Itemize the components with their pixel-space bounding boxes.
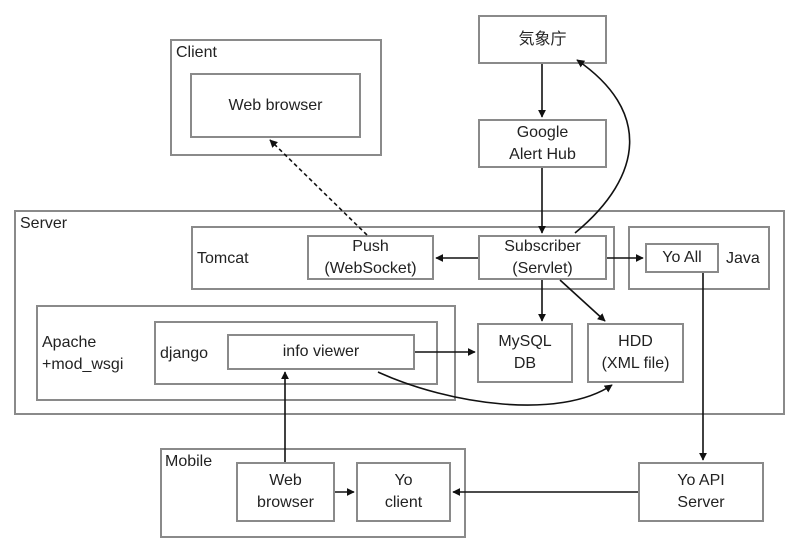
client-group-label: Client bbox=[176, 44, 217, 61]
django-group-label: django bbox=[160, 345, 209, 362]
jma-node: 気象庁 bbox=[478, 15, 607, 64]
subscriber-servlet-node: Subscriber (Servlet) bbox=[478, 235, 607, 280]
yo-client-node: Yo client bbox=[356, 462, 451, 522]
yo-api-server-node: Yo API Server bbox=[638, 462, 764, 522]
mobile-group-label: Mobile bbox=[165, 453, 213, 470]
yo-all-node: Yo All bbox=[645, 243, 719, 273]
tomcat-group-label: Tomcat bbox=[197, 250, 249, 267]
info-viewer-node: info viewer bbox=[227, 334, 415, 370]
java-group-label: Java bbox=[726, 250, 760, 267]
web-browser-mobile-node: Web browser bbox=[236, 462, 335, 522]
server-group-label: Server bbox=[20, 215, 68, 232]
google-alert-hub-node: Google Alert Hub bbox=[478, 119, 607, 168]
hdd-xml-node: HDD (XML file) bbox=[587, 323, 684, 383]
apache-group-label: Apache +mod_wsgi bbox=[42, 334, 124, 373]
push-websocket-node: Push (WebSocket) bbox=[307, 235, 434, 280]
mysql-db-node: MySQL DB bbox=[477, 323, 573, 383]
web-browser-client-node: Web browser bbox=[190, 73, 361, 138]
